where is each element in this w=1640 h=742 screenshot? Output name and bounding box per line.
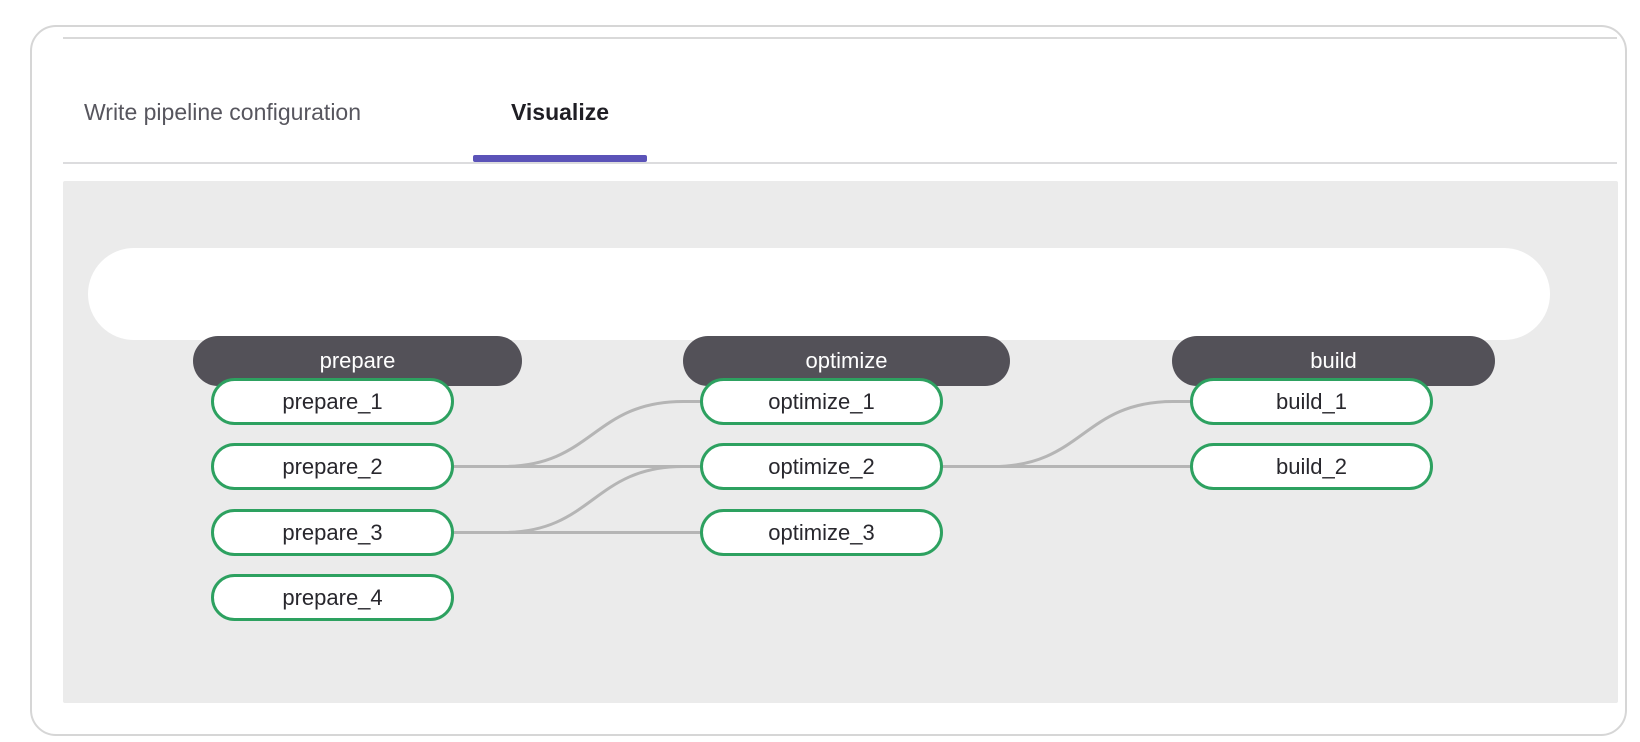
active-tab-indicator bbox=[473, 155, 647, 162]
card-top-hairline bbox=[63, 37, 1617, 39]
pipeline-visualization-panel: prepare optimize build prepare_1 prepare… bbox=[63, 181, 1618, 703]
job-pill-optimize_3[interactable]: optimize_3 bbox=[700, 509, 943, 556]
tab-write-pipeline-configuration[interactable]: Write pipeline configuration bbox=[63, 87, 382, 137]
tab-visualize[interactable]: Visualize bbox=[473, 87, 647, 137]
job-pill-build_1[interactable]: build_1 bbox=[1190, 378, 1433, 425]
tab-bar: Write pipeline configuration Visualize bbox=[32, 87, 1625, 137]
stage-header-bar: prepare optimize build bbox=[88, 248, 1550, 386]
stage-pill-prepare: prepare bbox=[193, 336, 522, 386]
stage-pill-build: build bbox=[1172, 336, 1495, 386]
job-pill-optimize_2[interactable]: optimize_2 bbox=[700, 443, 943, 490]
job-pill-prepare_2[interactable]: prepare_2 bbox=[211, 443, 454, 490]
job-pill-prepare_3[interactable]: prepare_3 bbox=[211, 509, 454, 556]
link-prepare_3-optimize_2 bbox=[452, 465, 702, 534]
job-pill-build_2[interactable]: build_2 bbox=[1190, 443, 1433, 490]
pipeline-editor-card: Write pipeline configuration Visualize p… bbox=[30, 25, 1627, 736]
job-pill-optimize_1[interactable]: optimize_1 bbox=[700, 378, 943, 425]
tab-label: Visualize bbox=[510, 98, 610, 125]
job-pill-prepare_1[interactable]: prepare_1 bbox=[211, 378, 454, 425]
job-pill-prepare_4[interactable]: prepare_4 bbox=[211, 574, 454, 621]
link-optimize_2-build_1 bbox=[941, 400, 1192, 468]
stage-pill-optimize: optimize bbox=[683, 336, 1010, 386]
link-prepare_2-optimize_1 bbox=[452, 400, 702, 468]
tab-label: Write pipeline configuration bbox=[84, 98, 362, 125]
tab-bar-divider bbox=[63, 162, 1617, 164]
